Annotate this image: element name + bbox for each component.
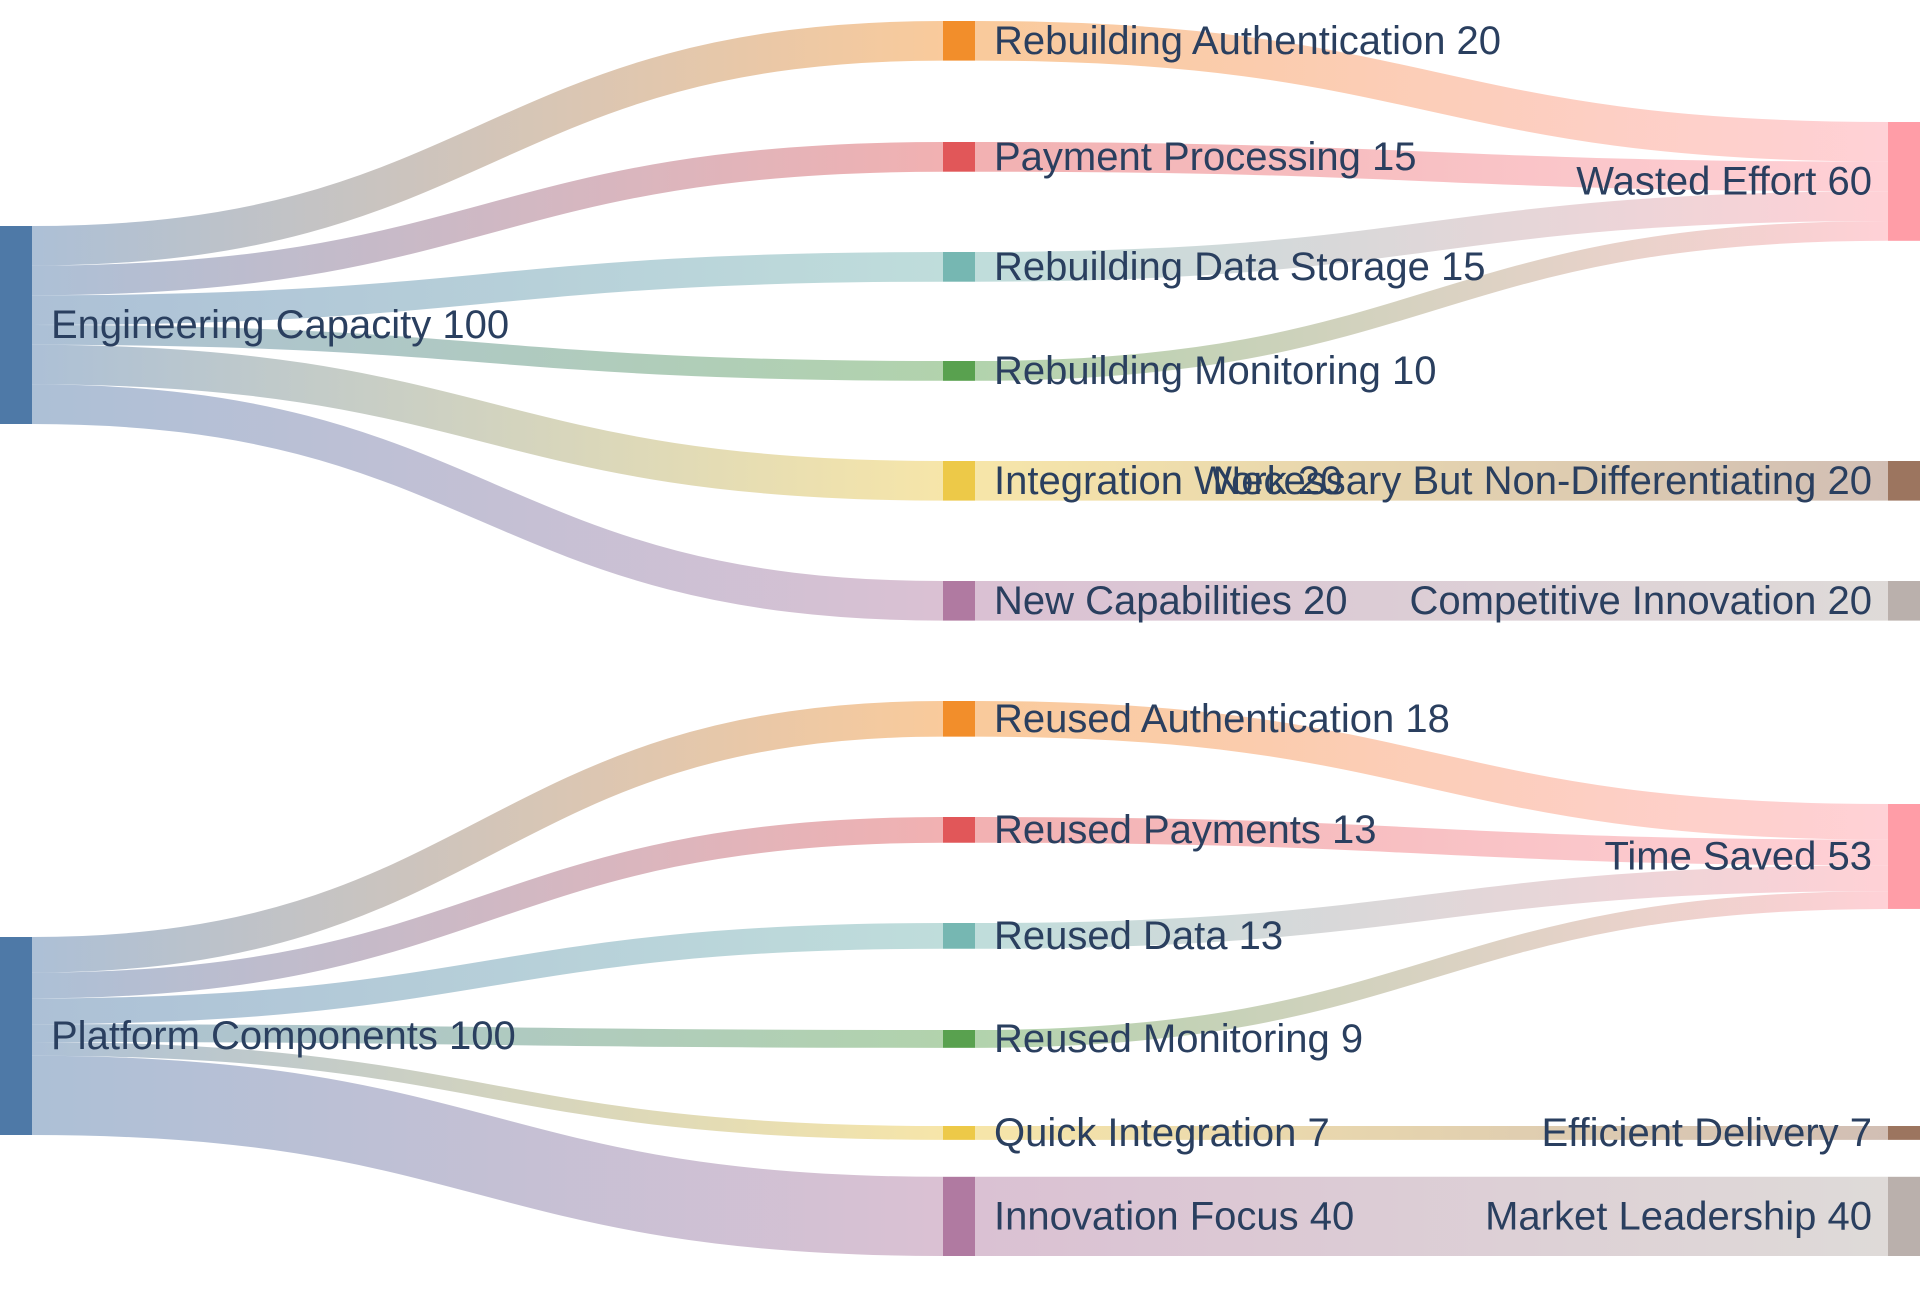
link-engineering-to-new_cap <box>31 384 944 621</box>
link-reused_data-to-time_saved <box>974 865 1889 949</box>
node-label-wasted: Wasted Effort 60 <box>1576 159 1872 203</box>
node-competitive <box>1888 581 1920 621</box>
node-payment <box>943 142 975 172</box>
node-rebuild_auth <box>943 21 975 61</box>
node-label-necessary: Necessary But Non-Differentiating 20 <box>1212 459 1872 503</box>
node-wasted <box>1888 122 1920 241</box>
link-reused_mon-to-time_saved <box>974 891 1889 1048</box>
node-label-innov_focus: Innovation Focus 40 <box>994 1194 1354 1238</box>
node-innov_focus <box>943 1176 975 1256</box>
node-label-rebuild_data: Rebuilding Data Storage 15 <box>994 245 1485 289</box>
node-new_cap <box>943 581 975 621</box>
link-reused_pay-to-time_saved <box>974 817 1889 866</box>
node-label-reused_mon: Reused Monitoring 9 <box>994 1017 1363 1061</box>
node-label-efficient: Efficient Delivery 7 <box>1541 1111 1872 1155</box>
node-integration <box>943 461 975 501</box>
node-label-integration: Integration Work 20 <box>994 459 1342 503</box>
node-label-reused_pay: Reused Payments 13 <box>994 808 1376 852</box>
link-engineering-to-integration <box>31 344 944 501</box>
link-engineering-to-rebuild_auth <box>31 21 944 266</box>
link-platform-to-innov_focus <box>31 1055 944 1256</box>
node-label-time_saved: Time Saved 53 <box>1604 834 1872 878</box>
link-engineering-to-rebuild_mon <box>31 325 944 381</box>
link-reused_auth-to-time_saved <box>974 701 1889 840</box>
link-platform-to-quick_int <box>31 1041 944 1140</box>
node-label-rebuild_mon: Rebuilding Monitoring 10 <box>994 349 1437 393</box>
link-platform-to-reused_data <box>31 923 944 1025</box>
node-label-market: Market Leadership 40 <box>1485 1194 1872 1238</box>
node-label-payment: Payment Processing 15 <box>994 135 1416 179</box>
link-rebuild_auth-to-wasted <box>974 21 1889 162</box>
node-market <box>1888 1176 1920 1256</box>
link-rebuild_data-to-wasted <box>974 191 1889 282</box>
link-rebuild_mon-to-wasted <box>974 221 1889 381</box>
node-label-engineering: Engineering Capacity 100 <box>51 303 509 347</box>
link-platform-to-reused_auth <box>31 701 944 973</box>
node-label-reused_auth: Reused Authentication 18 <box>994 697 1450 741</box>
node-platform <box>0 937 32 1135</box>
node-label-new_cap: New Capabilities 20 <box>994 579 1348 623</box>
node-label-reused_data: Reused Data 13 <box>994 914 1283 958</box>
node-label-rebuild_auth: Rebuilding Authentication 20 <box>994 19 1501 63</box>
node-label-platform: Platform Components 100 <box>51 1014 516 1058</box>
link-payment-to-wasted <box>974 142 1889 192</box>
links-layer <box>31 21 1889 1257</box>
nodes-layer <box>0 21 1920 1256</box>
link-engineering-to-payment <box>31 142 944 296</box>
node-time_saved <box>1888 804 1920 909</box>
node-necessary <box>1888 461 1920 501</box>
node-efficient <box>1888 1126 1920 1140</box>
node-rebuild_mon <box>943 361 975 381</box>
node-reused_auth <box>943 701 975 737</box>
node-label-competitive: Competitive Innovation 20 <box>1410 579 1873 623</box>
node-reused_data <box>943 923 975 949</box>
link-platform-to-reused_mon <box>31 1024 944 1048</box>
node-engineering <box>0 226 32 424</box>
node-rebuild_data <box>943 252 975 282</box>
node-reused_pay <box>943 817 975 843</box>
node-reused_mon <box>943 1030 975 1048</box>
link-engineering-to-rebuild_data <box>31 252 944 325</box>
link-platform-to-reused_pay <box>31 817 944 999</box>
node-quick_int <box>943 1126 975 1140</box>
node-label-quick_int: Quick Integration 7 <box>994 1111 1330 1155</box>
